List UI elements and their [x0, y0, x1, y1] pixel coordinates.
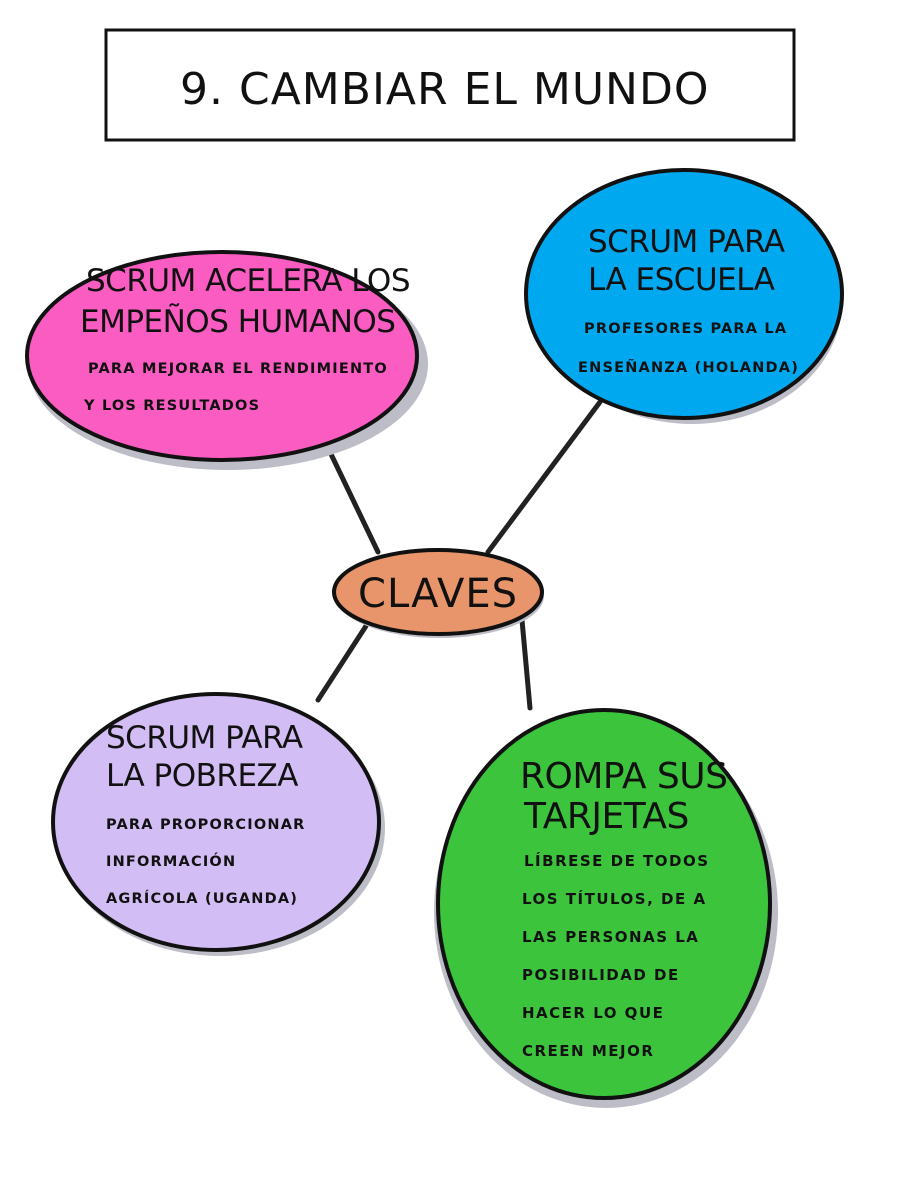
blue-line-2: ENSEÑANZA (HOLANDA)	[578, 359, 799, 376]
pink-line-1: PARA MEJORAR EL RENDIMIENTO	[88, 361, 388, 377]
green-line-4: POSIBILIDAD DE	[522, 966, 680, 984]
bubble-pink-shape	[25, 250, 419, 462]
bubble-scrum-acelera: SCRUM ACELERA LOS EMPEÑOS HUMANOS PARA M…	[25, 250, 428, 470]
title: 9. CAMBIAR EL MUNDO	[180, 64, 709, 115]
green-line-5: HACER LO QUE	[522, 1004, 664, 1022]
green-line-3: LAS PERSONAS LA	[522, 928, 699, 946]
pink-heading-2: EMPEÑOS HUMANOS	[80, 304, 395, 340]
purple-line-3: AGRÍCOLA (UGANDA)	[106, 890, 298, 907]
pink-heading-1: SCRUM ACELERA LOS	[86, 263, 410, 299]
connector-blue	[485, 399, 603, 555]
purple-heading-1: SCRUM PARA	[106, 720, 303, 756]
title-box: 9. CAMBIAR EL MUNDO	[104, 28, 796, 142]
green-line-2: LOS TÍTULOS, DE A	[522, 889, 707, 908]
purple-heading-2: LA POBREZA	[106, 758, 298, 794]
connectors	[315, 399, 603, 711]
green-heading-1: ROMPA SUS	[520, 756, 727, 797]
purple-line-1: PARA PROPORCIONAR	[106, 817, 305, 833]
connector-green	[519, 617, 533, 711]
blue-heading-1: SCRUM PARA	[588, 224, 785, 260]
hub-claves: CLAVES	[332, 548, 544, 638]
hub-shape	[332, 548, 544, 636]
purple-line-2: INFORMACIÓN	[106, 852, 236, 870]
blue-heading-2: LA ESCUELA	[588, 262, 775, 298]
connector-purple	[315, 623, 369, 703]
pink-line-2: Y LOS RESULTADOS	[83, 398, 260, 414]
green-heading-2: TARJETAS	[523, 796, 689, 837]
bubble-green-shape	[436, 708, 772, 1100]
bubble-rompa-tarjetas: ROMPA SUS TARJETAS LÍBRESE DE TODOS LOS …	[434, 708, 778, 1108]
bubble-scrum-pobreza: SCRUM PARA LA POBREZA PARA PROPORCIONAR …	[51, 692, 385, 956]
bubble-scrum-escuela: SCRUM PARA LA ESCUELA PROFESORES PARA LA…	[524, 168, 844, 424]
blue-line-1: PROFESORES PARA LA	[584, 321, 787, 337]
green-line-1: LÍBRESE DE TODOS	[524, 851, 710, 870]
connector-pink	[327, 449, 381, 555]
bubble-blue-shape	[524, 168, 844, 420]
bubble-purple-shape	[51, 692, 381, 952]
green-line-6: CREEN MEJOR	[522, 1042, 654, 1060]
hub-label: CLAVES	[358, 571, 518, 617]
